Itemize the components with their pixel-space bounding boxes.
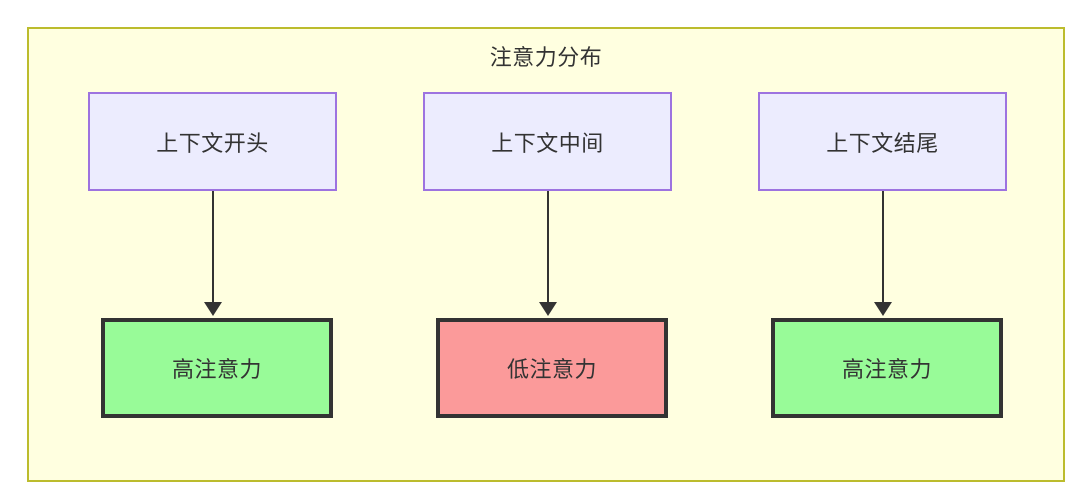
context-node-end-label: 上下文结尾	[826, 130, 939, 156]
attention-node-start[interactable]: 高注意力	[101, 318, 333, 418]
context-node-start[interactable]: 上下文开头	[88, 92, 337, 191]
edge-line-end	[881, 191, 884, 304]
context-node-middle-label: 上下文中间	[491, 130, 604, 156]
attention-node-middle-label: 低注意力	[506, 357, 597, 382]
edge-line-middle	[546, 191, 549, 304]
arrow-down-icon-end	[873, 302, 892, 316]
edge-line-start	[211, 191, 214, 304]
attention-node-start-label: 高注意力	[171, 357, 262, 382]
subgraph-title: 注意力分布	[489, 45, 603, 70]
arrow-down-icon-middle	[538, 302, 557, 316]
attention-node-middle[interactable]: 低注意力	[436, 318, 668, 418]
attention-node-end[interactable]: 高注意力	[771, 318, 1003, 418]
attention-node-end-label: 高注意力	[841, 357, 932, 382]
context-node-end[interactable]: 上下文结尾	[758, 92, 1007, 191]
context-node-middle[interactable]: 上下文中间	[423, 92, 672, 191]
context-node-start-label: 上下文开头	[156, 130, 269, 156]
arrow-down-icon-start	[203, 302, 222, 316]
